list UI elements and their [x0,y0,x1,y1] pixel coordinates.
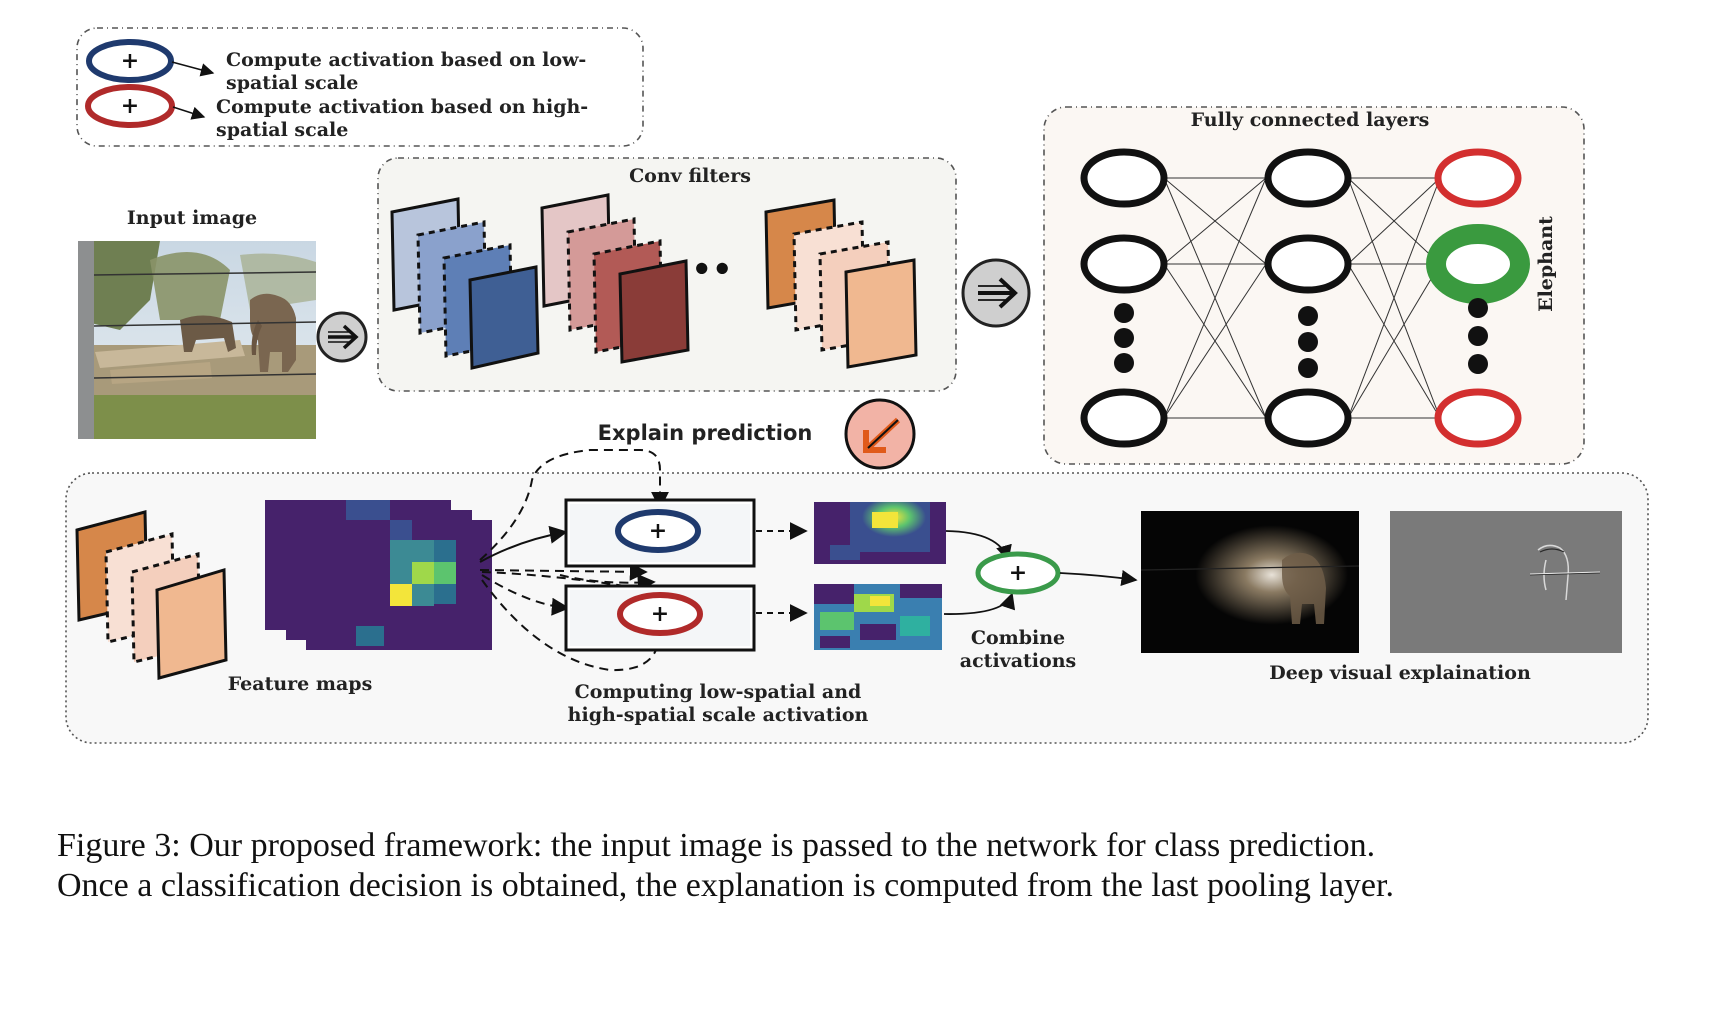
legend-high-scale: + Compute activation based on high- spat… [85,84,588,141]
legend-box: + Compute activation based on low- spati… [76,27,644,147]
caption-line-2: Once a classification decision is obtain… [57,867,1394,904]
deep-visual-label: Deep visual explaination [1269,662,1531,684]
low-scale-ring-icon [86,39,174,83]
neuron-node [1080,388,1168,448]
figure-caption: Figure 3: Our proposed framework: the in… [57,826,1697,906]
conv-filters-box: Conv filters •• [377,157,957,392]
low-scale-ring-icon [615,509,701,553]
caption-line-1: Figure 3: Our proposed framework: the in… [57,827,1376,864]
legend-low-scale: + Compute activation based on low- spati… [86,39,586,94]
forward-arrow-icon [316,311,368,363]
computing-label-line1: Computing low-spatial and [575,681,862,703]
conv-ellipsis: •• [692,250,733,288]
output-node [1434,148,1522,208]
explain-arrow-icon [844,398,916,470]
fc-connections [1163,177,1441,419]
input-image [78,241,317,439]
fc-layer-2 [1264,148,1352,448]
fc-layer-output [1426,148,1530,448]
orange-filter-stack [764,198,918,369]
predicted-class-node [1426,224,1530,304]
combine-activations-icon: + [975,551,1061,595]
neuron-node [1080,148,1168,208]
feature-to-activation-arrows [479,449,669,672]
explain-prediction-label: Explain prediction [598,421,813,445]
plus-icon: + [121,48,139,74]
spotlight-explanation-image [1140,511,1360,653]
fc-layer-1 [1080,148,1168,448]
feature-maps-label: Feature maps [228,673,373,695]
feature-map-heatmaps [265,500,492,650]
combine-label-line1: Combine [971,627,1065,649]
class-label-elephant: Elephant [1535,216,1557,312]
high-scale-ring-icon [617,592,703,636]
high-scale-activation-box: + [564,584,756,652]
legend-high-line1: Compute activation based on high- [216,96,588,118]
legend-high-line2: spatial scale [216,119,348,141]
forward-arrow-icon [961,258,1031,328]
svg-text:+: + [1009,560,1027,586]
legend-low-line1: Compute activation based on low- [226,49,586,71]
input-image-label: Input image [127,207,257,229]
neuron-node [1264,234,1352,294]
red-filter-stack [540,193,690,364]
low-scale-heatmap [814,502,946,564]
high-scale-ring-icon [85,84,175,128]
conv-filters-label: Conv filters [629,165,751,187]
plus-icon: + [121,93,139,119]
feature-map-stack [75,510,228,680]
gradient-explanation-image [1390,511,1622,653]
output-node [1434,388,1522,448]
combine-label-line2: activations [960,650,1076,672]
computing-label-line2: high-spatial scale activation [568,704,869,726]
neuron-node [1264,388,1352,448]
explanation-box: Feature maps [65,449,1649,744]
plus-icon: + [649,518,667,544]
high-scale-heatmap [814,584,942,650]
neuron-node [1264,148,1352,208]
blue-filter-stack [390,197,540,370]
plus-icon: + [651,601,669,627]
fully-connected-label: Fully connected layers [1191,109,1430,131]
low-scale-activation-box: + [564,498,756,568]
fully-connected-box: Fully connected layers [1043,106,1585,465]
neuron-node [1080,234,1168,294]
legend-low-line2: spatial scale [226,72,358,94]
